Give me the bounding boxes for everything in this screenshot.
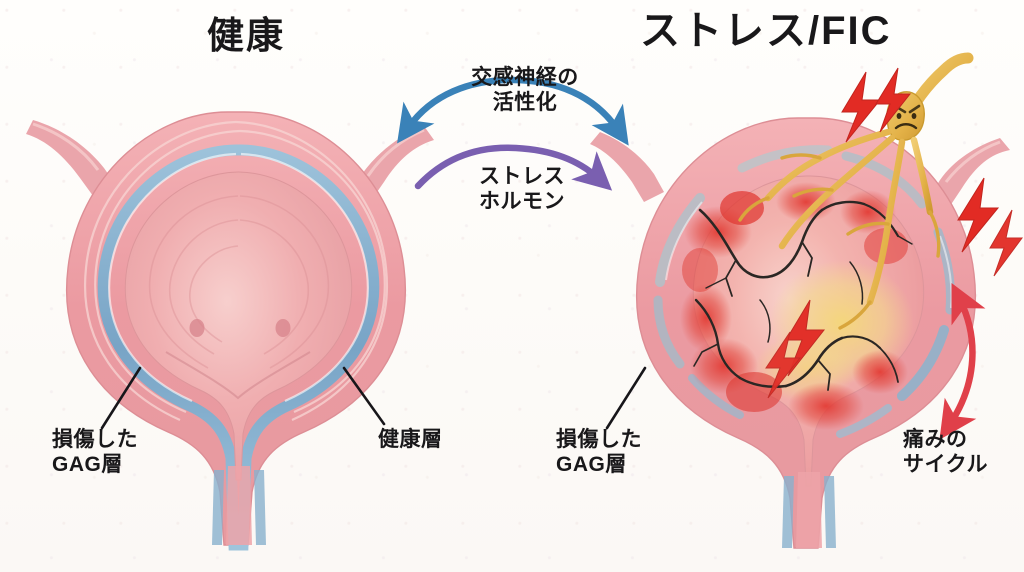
pain-bolt-right-2 <box>989 209 1023 277</box>
callout-left-damaged-gag: 損傷した GAG層 <box>52 428 138 476</box>
pain-cycle-arrow <box>939 283 986 440</box>
stress-hormone-arrow <box>414 144 613 191</box>
pain-bolt-top-1 <box>841 71 882 143</box>
healthy-ureteral-orifice-right <box>275 319 291 337</box>
fic-bladder-group <box>590 117 1010 549</box>
callout-pain-cycle: 痛みの サイクル <box>903 428 988 476</box>
healthy-ureter-left <box>26 120 118 200</box>
pain-bolt-top-2 <box>875 67 912 133</box>
sympathetic-activation-arrow <box>397 76 629 146</box>
healthy-wall-striations <box>83 120 389 422</box>
fic-ureter-right <box>930 138 1010 206</box>
label-stress-hormone: ストレス ホルモン <box>479 165 565 213</box>
title-healthy: 健康 <box>207 15 285 56</box>
fic-urethra <box>782 472 836 548</box>
fic-cracks <box>693 200 913 391</box>
pain-bolt-right-1 <box>957 177 1000 253</box>
healthy-ureteral-orifice-left <box>189 319 205 337</box>
fic-ureter-left <box>590 132 664 202</box>
fic-pain-bolt-inner-2 <box>765 331 802 399</box>
callout-left-healthy-layer: 健康層 <box>378 428 443 451</box>
callout-right-damaged-gag: 損傷した GAG層 <box>556 428 642 476</box>
fic-inflammation-patches <box>680 182 908 430</box>
title-stress-fic: ストレス/FIC <box>640 9 892 53</box>
leader-line-left-healthy <box>342 366 386 426</box>
healthy-trigone <box>165 351 311 400</box>
healthy-mucosa-folds <box>148 195 330 369</box>
healthy-urethra <box>212 466 266 545</box>
nerve-fine-branches <box>738 153 941 330</box>
angry-nerve-cell-group <box>738 52 974 330</box>
healthy-bladder-group <box>26 111 434 551</box>
leader-line-right-gag <box>605 366 647 430</box>
label-sympathetic-activation: 交感神経の 活性化 <box>471 66 579 114</box>
leader-line-left-gag <box>100 366 142 430</box>
